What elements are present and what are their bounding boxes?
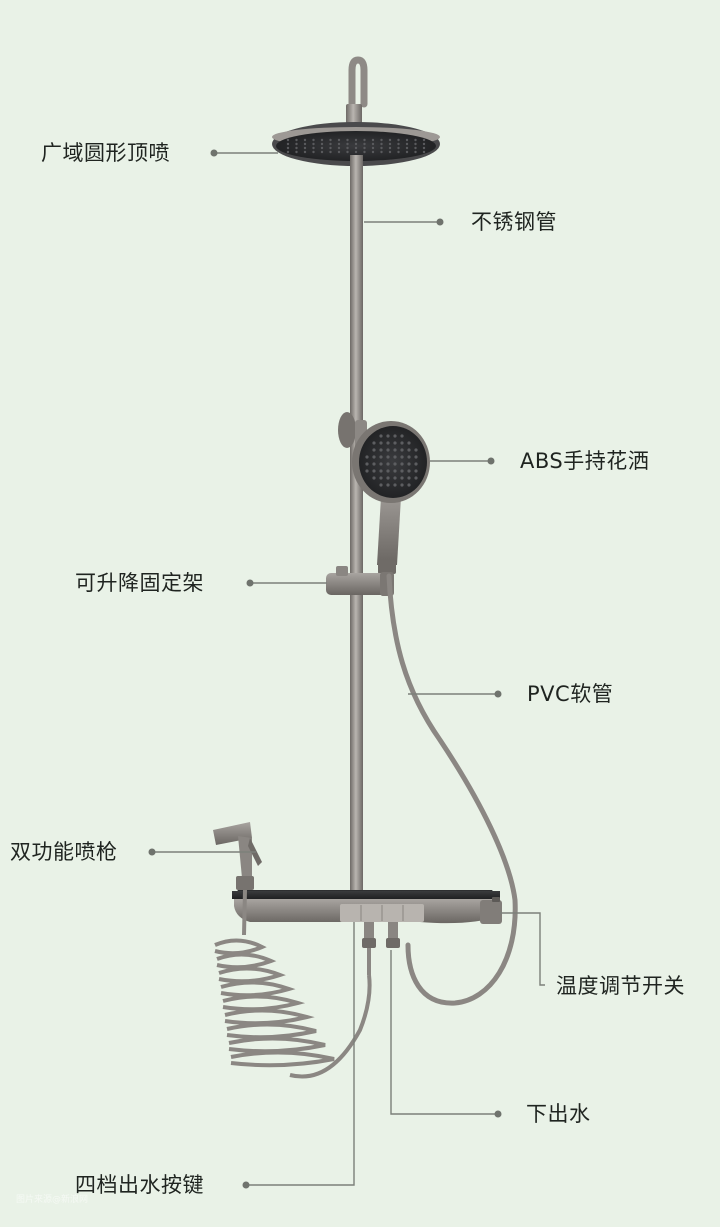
leader-dot [210,149,218,157]
outlet-connectors [362,922,400,975]
overhead-shower-head [272,122,440,166]
leader-temp-switch [500,912,545,986]
leader-dot [148,848,156,856]
leader-dot [494,1110,502,1118]
label-overhead-shower: 广域圆形顶喷 [41,141,170,165]
label-temp-switch: 温度调节开关 [556,974,685,998]
label-steel-pipe: 不锈钢管 [471,210,557,234]
label-four-buttons: 四档出水按键 [75,1173,204,1197]
leader-dot [494,690,502,698]
mixer-shelf [232,890,502,924]
label-lift-bracket: 可升降固定架 [75,571,204,595]
leader-lower-outlet [390,950,498,1115]
label-hand-shower: ABS手持花洒 [520,449,650,473]
leader-dot [246,579,254,587]
label-lower-outlet: 下出水 [526,1102,591,1126]
leader-dot [242,1181,250,1189]
pvc-hose [386,573,518,1006]
leader-four-buttons [246,922,355,1186]
handheld-shower [352,421,430,574]
leader-dot [487,457,495,465]
gooseneck-arm [346,56,368,126]
watermark: 图片来源@新浪网 [16,1195,89,1205]
label-pvc-hose: PVC软管 [527,682,614,706]
stainless-steel-pipe [350,155,363,895]
label-dual-sprayer: 双功能喷枪 [10,840,118,864]
coiled-sprayer-hose [214,889,372,1079]
leader-dot [436,218,444,226]
